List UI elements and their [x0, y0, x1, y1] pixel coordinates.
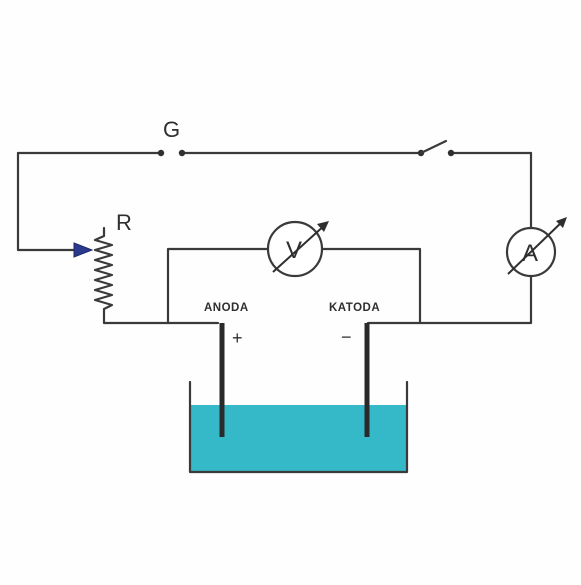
- anode-sign: +: [232, 328, 243, 348]
- switch: [417, 139, 455, 157]
- voltmeter-left-wire: [166, 247, 270, 325]
- electrolyte: [190, 405, 406, 471]
- rheostat-label: R: [116, 210, 132, 235]
- left-wire: [16, 151, 80, 252]
- ammeter: [505, 217, 567, 278]
- anode-label: ANODA: [204, 302, 249, 314]
- galvanometer-label: G: [163, 117, 180, 142]
- rheostat-resistor: [93, 226, 220, 325]
- ammeter-label: A: [522, 240, 538, 267]
- right-wire-bottom: [366, 274, 533, 325]
- electrolytic-cell: [188, 380, 409, 474]
- cathode-label: KATODA: [329, 302, 380, 314]
- voltmeter: [266, 220, 329, 278]
- voltmeter-label: V: [286, 237, 302, 264]
- cathode-sign: −: [341, 327, 352, 347]
- rheostat-arrow-icon: [73, 242, 94, 258]
- voltmeter-right-wire: [320, 247, 422, 325]
- galvanometer-terminals: [157, 149, 186, 157]
- ammeter-needle-arrow: [507, 218, 566, 275]
